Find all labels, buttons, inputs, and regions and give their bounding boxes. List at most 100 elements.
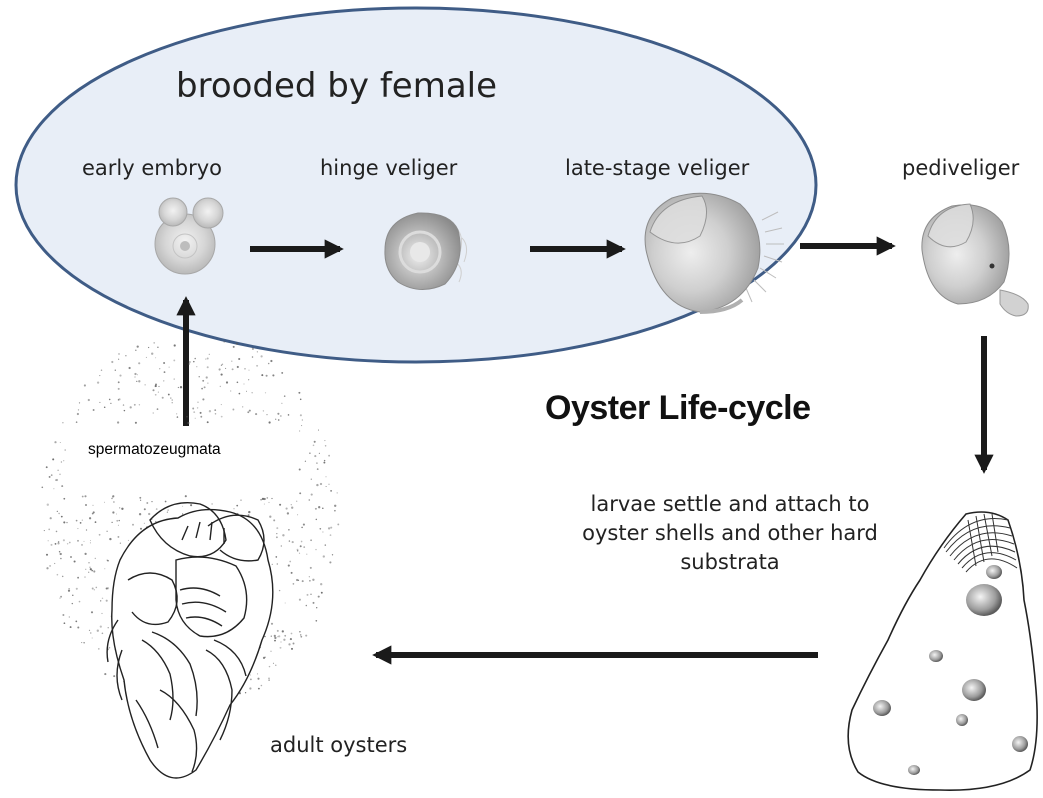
stipple-dot — [139, 497, 141, 499]
stipple-dot — [49, 476, 51, 478]
stipple-dot — [109, 399, 111, 401]
stipple-dot — [325, 544, 326, 545]
stipple-dot — [315, 620, 317, 622]
stipple-dot — [63, 539, 65, 541]
stipple-dot — [268, 363, 270, 365]
stipple-dot — [266, 497, 268, 499]
stipple-dot — [89, 630, 90, 631]
stipple-dot — [167, 511, 168, 512]
stipple-dot — [280, 647, 282, 649]
stipple-dot — [278, 419, 280, 421]
stipple-dot — [124, 410, 125, 411]
stipple-dot — [92, 588, 94, 590]
stipple-dot — [61, 485, 63, 487]
stipple-dot — [88, 399, 90, 401]
stipple-dot — [90, 568, 92, 570]
stipple-dot — [170, 397, 171, 398]
stipple-dot — [202, 380, 204, 382]
stipple-dot — [85, 569, 86, 570]
stipple-dot — [68, 588, 69, 589]
stipple-dot — [44, 530, 45, 531]
pediveliger-illustration — [922, 204, 1028, 316]
stipple-dot — [85, 504, 87, 506]
stipple-dot — [211, 503, 212, 504]
stipple-dot — [119, 375, 121, 377]
stipple-dot — [75, 621, 77, 623]
stipple-dot — [264, 636, 265, 637]
stipple-dot — [90, 542, 91, 543]
stipple-dot — [257, 678, 259, 680]
stipple-dot — [134, 373, 136, 375]
stipple-dot — [252, 356, 254, 358]
stipple-dot — [232, 409, 234, 411]
stipple-dot — [268, 502, 269, 503]
stipple-dot — [266, 375, 268, 377]
stipple-dot — [88, 562, 89, 563]
stipple-dot — [300, 414, 302, 416]
stipple-dot — [84, 553, 86, 555]
stipple-dot — [302, 580, 304, 582]
stipple-dot — [72, 603, 73, 604]
stipple-dot — [313, 602, 315, 604]
stipple-dot — [70, 556, 72, 558]
stipple-dot — [77, 413, 79, 415]
stipple-dot — [310, 539, 312, 541]
stipple-dot — [90, 632, 91, 633]
stipple-dot — [155, 357, 156, 358]
stipple-dot — [330, 527, 332, 529]
stipple-dot — [59, 473, 61, 475]
stipple-dot — [288, 414, 290, 416]
stipple-dot — [324, 440, 325, 441]
stipple-dot — [118, 359, 119, 360]
stipple-dot — [145, 384, 146, 385]
stipple-dot — [243, 383, 244, 384]
stipple-dot — [76, 588, 78, 590]
stipple-dot — [56, 531, 58, 533]
stipple-dot — [93, 570, 95, 572]
stipple-dot — [322, 507, 324, 509]
stipple-dot — [274, 637, 276, 639]
stipple-dot — [271, 498, 272, 499]
stipple-dot — [315, 508, 317, 510]
stipple-dot — [61, 461, 62, 462]
stipple-dot — [298, 580, 299, 581]
stipple-dot — [236, 342, 238, 344]
stipple-dot — [57, 574, 59, 576]
stipple-dot — [51, 544, 53, 546]
stipple-dot — [111, 498, 112, 499]
stipple-dot — [196, 366, 197, 367]
stipple-dot — [286, 508, 288, 510]
stipple-dot — [197, 407, 198, 408]
stipple-dot — [188, 363, 190, 365]
stipple-dot — [118, 388, 120, 390]
stipple-dot — [190, 504, 192, 506]
stipple-dot — [257, 351, 258, 352]
stipple-dot — [219, 368, 221, 370]
stipple-dot — [100, 600, 101, 601]
stipple-dot — [328, 484, 329, 485]
stipple-dot — [66, 522, 67, 523]
stipple-dot — [282, 534, 284, 536]
stipple-dot — [144, 523, 145, 524]
stipple-dot — [299, 631, 301, 633]
stipple-dot — [300, 636, 302, 638]
stipple-dot — [132, 524, 134, 526]
stipple-dot — [309, 576, 310, 577]
stipple-dot — [156, 508, 158, 510]
stipple-dot — [185, 495, 187, 497]
stipple-dot — [77, 577, 79, 579]
stipple-dot — [186, 416, 187, 417]
stipple-dot — [250, 674, 251, 675]
stipple-dot — [299, 468, 301, 470]
stipple-dot — [332, 554, 333, 555]
stipple-dot — [206, 376, 208, 378]
stipple-dot — [41, 486, 43, 488]
stipple-dot — [314, 441, 316, 443]
stipple-dot — [323, 462, 325, 464]
stipple-dot — [306, 605, 308, 607]
stipple-dot — [120, 543, 121, 544]
stipple-dot — [83, 642, 84, 643]
stipple-dot — [279, 504, 281, 506]
stipple-dot — [290, 638, 292, 640]
oyster-life-cycle-title: Oyster Life-cycle — [545, 389, 811, 428]
